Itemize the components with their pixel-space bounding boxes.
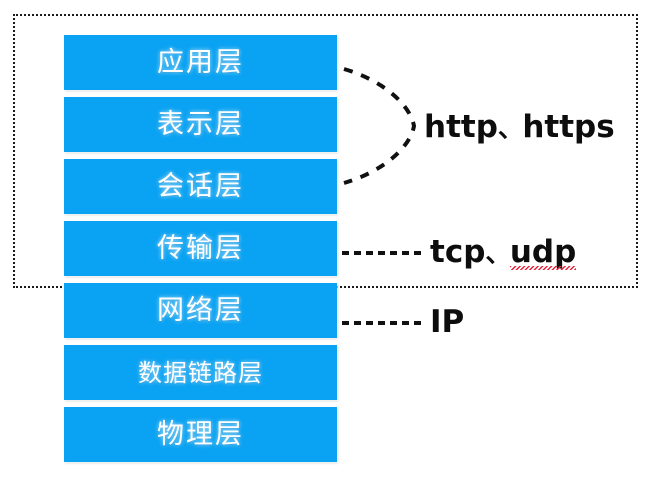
- layer-box-data-link[interactable]: 数据链路层: [64, 345, 337, 400]
- note-http-protocol-2: https: [522, 109, 615, 145]
- layer-box-network[interactable]: 网络层: [64, 283, 337, 338]
- note-tcp-protocol-2: udp: [509, 234, 577, 270]
- note-network-protocols: IP: [430, 307, 464, 338]
- layer-label-data-link: 数据链路层: [138, 358, 263, 387]
- layer-box-session[interactable]: 会话层: [64, 159, 337, 214]
- layer-box-transport[interactable]: 传输层: [64, 221, 337, 276]
- layer-label-session: 会话层: [157, 171, 244, 202]
- layer-box-presentation[interactable]: 表示层: [64, 97, 337, 152]
- layer-label-application: 应用层: [157, 47, 244, 78]
- note-application-protocols: http、https: [424, 112, 615, 143]
- note-ip-protocol-1: IP: [430, 304, 465, 340]
- layer-label-presentation: 表示层: [157, 109, 244, 140]
- brace-curve-icon: [343, 67, 417, 185]
- layer-box-physical[interactable]: 物理层: [64, 407, 337, 462]
- note-tcp-separator: 、: [485, 238, 510, 268]
- note-tcp-protocol-1: tcp: [430, 234, 486, 270]
- layer-box-application[interactable]: 应用层: [64, 35, 337, 90]
- note-http-separator: 、: [497, 113, 523, 143]
- layer-label-network: 网络层: [157, 295, 244, 326]
- note-http-protocol-1: http: [424, 109, 498, 145]
- note-transport-protocols: tcp、udp: [430, 234, 577, 270]
- layer-label-physical: 物理层: [157, 419, 244, 450]
- connector-network-layer: [342, 321, 421, 325]
- layer-label-transport: 传输层: [157, 233, 244, 264]
- connector-transport-layer: [342, 251, 421, 255]
- osi-layer-stack: 应用层 表示层 会话层 传输层 网络层 数据链路层 物理层: [64, 35, 337, 469]
